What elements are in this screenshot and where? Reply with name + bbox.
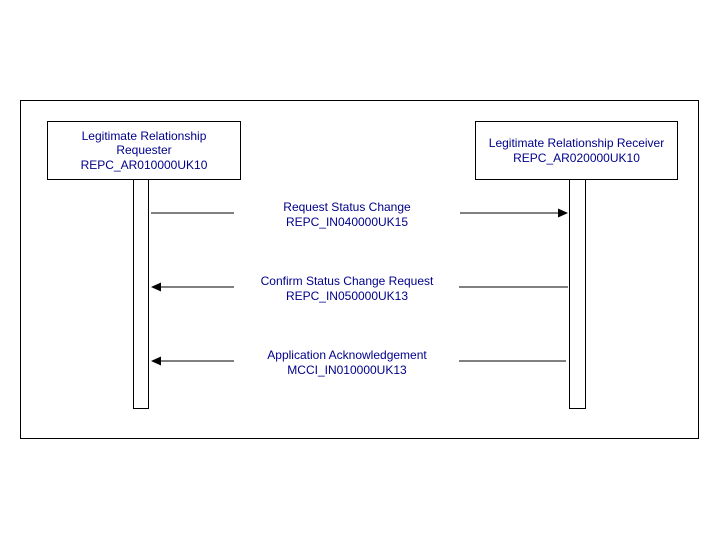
message-1-code: REPC_IN040000UK15 xyxy=(285,214,409,229)
arrowhead-left-icon xyxy=(151,282,161,292)
message-1-name: Request Status Change xyxy=(283,200,411,214)
message-2-label: Confirm Status Change Request REPC_IN050… xyxy=(232,274,462,303)
message-3-name: Application Acknowledgement xyxy=(267,348,427,362)
message-3-code: MCCI_IN010000UK13 xyxy=(287,362,407,377)
requester-code: REPC_AR010000UK10 xyxy=(80,157,208,172)
message-2-arrow xyxy=(151,282,568,292)
arrowhead-right-icon xyxy=(558,208,568,218)
arrowhead-left-icon xyxy=(151,356,161,366)
requester-lifeline xyxy=(133,179,149,409)
message-2-code: REPC_IN050000UK13 xyxy=(285,288,409,303)
receiver-actor-box: Legitimate Relationship Receiver REPC_AR… xyxy=(475,121,678,180)
message-1-label: Request Status Change REPC_IN040000UK15 xyxy=(232,200,462,229)
receiver-lifeline xyxy=(569,179,586,409)
receiver-code: REPC_AR020000UK10 xyxy=(513,150,640,165)
receiver-name: Legitimate Relationship Receiver xyxy=(488,136,665,150)
requester-name-line1: Legitimate Relationship xyxy=(81,128,207,143)
message-3-arrow xyxy=(151,356,566,366)
message-2-name: Confirm Status Change Request xyxy=(260,274,434,288)
diagram-frame xyxy=(20,100,699,439)
requester-name-line2: Requester xyxy=(116,143,172,158)
message-3-label: Application Acknowledgement MCCI_IN01000… xyxy=(232,348,462,377)
message-1-arrow xyxy=(151,208,568,218)
